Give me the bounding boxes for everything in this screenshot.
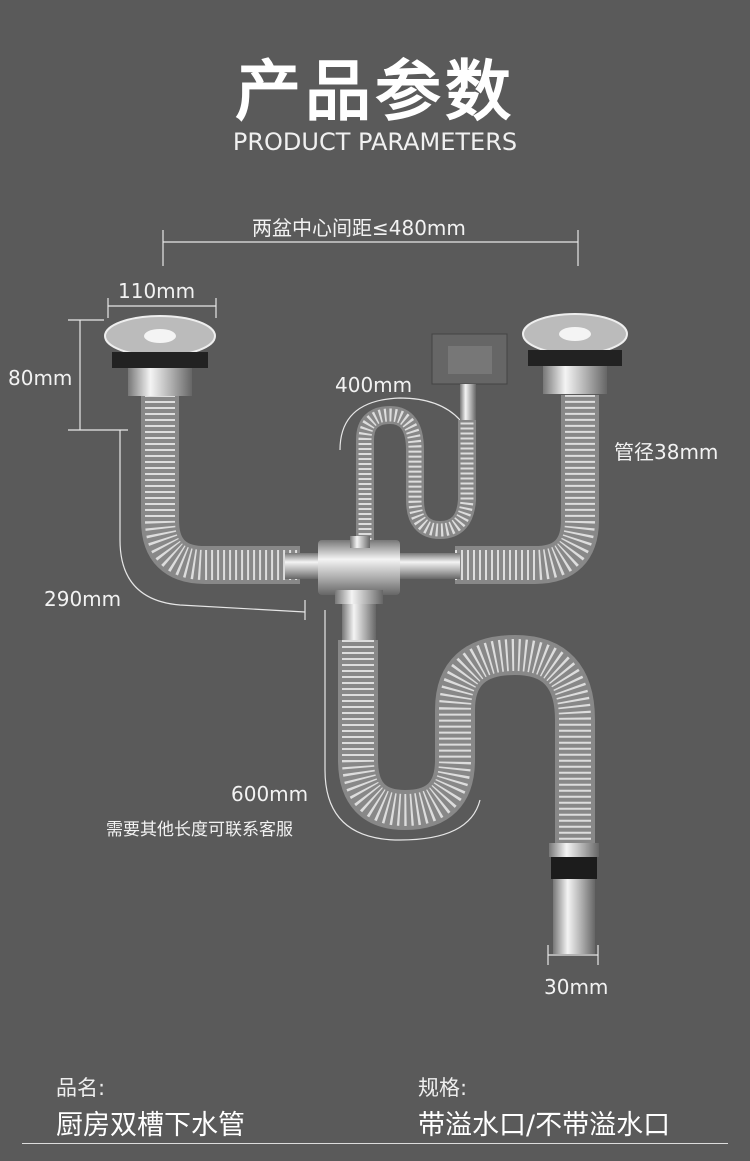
product-name-label: 品名: [56, 1076, 106, 1100]
branch-length-label: 290mm [44, 587, 122, 611]
divider [22, 1143, 728, 1144]
page-subtitle: PRODUCT PARAMETERS [232, 128, 518, 156]
center-distance-label: 两盆中心间距≤480mm [252, 216, 466, 240]
overflow-inlet [431, 333, 508, 420]
page-title: 产品参数 [235, 53, 515, 130]
product-name-value: 厨房双槽下水管 [56, 1110, 245, 1141]
left-strainer [104, 315, 216, 396]
spec-value: 带溢水口/不带溢水口 [418, 1110, 671, 1141]
pipe-diameter-label: 管径38mm [614, 440, 719, 464]
overflow-hose-label: 400mm [335, 373, 413, 397]
dimension-lines [68, 230, 599, 965]
drain-width-label: 110mm [118, 279, 196, 303]
drain-height-label: 80mm [8, 366, 73, 390]
custom-length-note: 需要其他长度可联系客服 [106, 820, 293, 840]
main-length-label: 600mm [231, 782, 309, 806]
right-strainer [522, 313, 628, 394]
spec-label: 规格: [418, 1076, 468, 1100]
tee-fitting [285, 536, 460, 640]
drain-hoses [141, 395, 599, 845]
outlet-diameter-label: 30mm [544, 975, 609, 999]
outlet-tail [549, 843, 599, 954]
